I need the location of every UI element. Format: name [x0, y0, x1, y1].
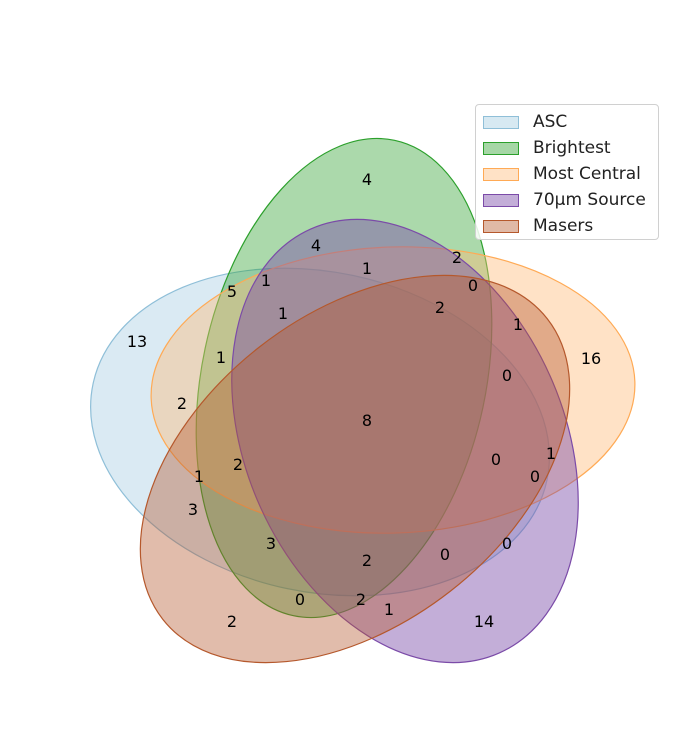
legend-label-source70: 70μm Source — [533, 190, 646, 210]
legend-swatch-brightest — [483, 141, 519, 155]
count-region: 0 — [295, 590, 305, 609]
count-region: 1 — [216, 348, 226, 367]
count-region: 1 — [194, 467, 204, 486]
count-only-central: 16 — [581, 349, 601, 368]
count-region: 3 — [266, 534, 276, 553]
legend-swatch-source70 — [483, 193, 519, 207]
legend-item-masers: Masers — [483, 213, 652, 239]
count-region: 0 — [502, 366, 512, 385]
count-region: 2 — [435, 298, 445, 317]
legend-label-masers: Masers — [533, 216, 594, 236]
legend: ASC Brightest Most Central 70μm Source M… — [475, 104, 659, 240]
count-region: 0 — [530, 467, 540, 486]
count-region: 3 — [188, 500, 198, 519]
count-region: 1 — [513, 315, 523, 334]
count-region: 2 — [452, 248, 462, 267]
count-region: 1 — [384, 600, 394, 619]
count-region: 2 — [177, 394, 187, 413]
set-brightest-ellipse — [195, 137, 493, 619]
set-masers-ellipse — [139, 274, 571, 664]
count-only-masers: 2 — [227, 612, 237, 631]
count-region: 1 — [546, 444, 556, 463]
count-region: 5 — [227, 282, 237, 301]
legend-item-brightest: Brightest — [483, 135, 652, 161]
count-region: 1 — [362, 259, 372, 278]
count-region: 0 — [491, 450, 501, 469]
count-region: 1 — [278, 304, 288, 323]
count-region: 2 — [356, 590, 366, 609]
count-region: 2 — [362, 551, 372, 570]
count-region: 2 — [233, 455, 243, 474]
count-only-asc: 13 — [127, 332, 147, 351]
legend-label-brightest: Brightest — [533, 138, 611, 158]
count-region: 0 — [468, 276, 478, 295]
legend-swatch-central — [483, 167, 519, 181]
count-all-five: 8 — [362, 411, 372, 430]
count-region: 4 — [311, 236, 321, 255]
legend-label-asc: ASC — [533, 112, 568, 132]
set-central-ellipse — [150, 246, 636, 534]
count-region: 0 — [440, 545, 450, 564]
legend-swatch-masers — [483, 219, 519, 233]
legend-label-central: Most Central — [533, 164, 641, 184]
legend-item-source70: 70μm Source — [483, 187, 652, 213]
count-region: 1 — [261, 271, 271, 290]
set-source70-ellipse — [231, 218, 579, 664]
legend-swatch-asc — [483, 115, 519, 129]
legend-item-asc: ASC — [483, 109, 652, 135]
count-region: 0 — [502, 534, 512, 553]
count-only-brightest: 4 — [362, 170, 372, 189]
count-only-source70: 14 — [474, 612, 494, 631]
legend-item-central: Most Central — [483, 161, 652, 187]
